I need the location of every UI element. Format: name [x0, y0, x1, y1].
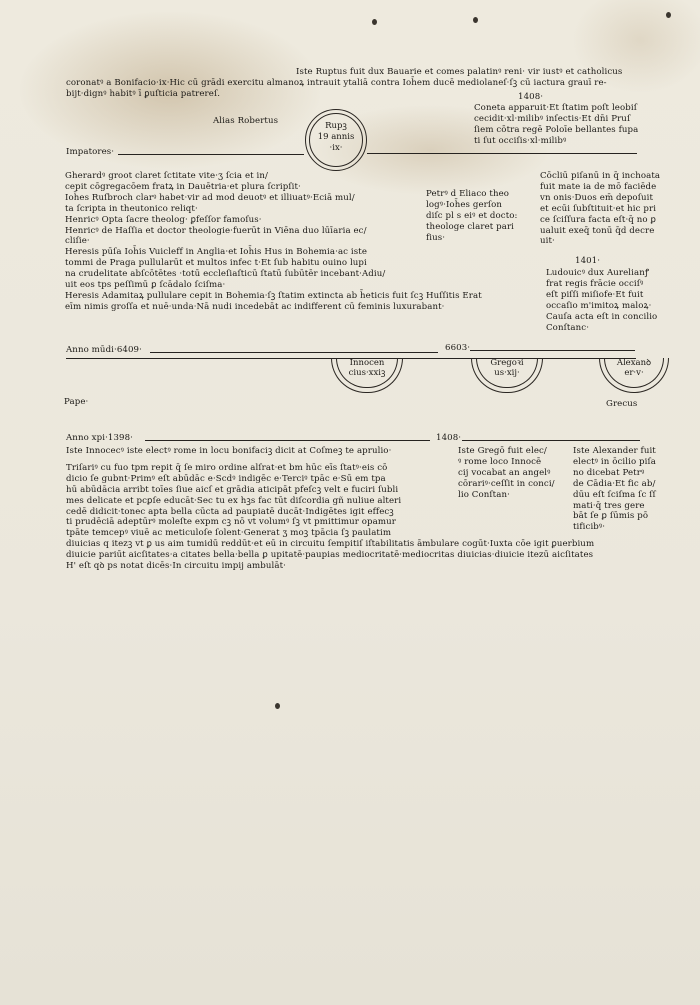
binding-hole: [275, 703, 280, 709]
timeline-rule-2: [145, 440, 430, 441]
alias-robertus: Alias Robertus: [213, 116, 279, 126]
ludovicus-text: Ludouicꝰ dux Aurelianꝭ frat regis frācie…: [546, 268, 658, 333]
anno-christi-label: Anno xpi·1398·: [66, 433, 134, 443]
emperor-line-left: [118, 154, 304, 155]
main-left-text: Gherardꝰ groot claret ſctitate vite·ʒ ſc…: [65, 171, 482, 312]
year-1408-label: 1408·: [518, 92, 544, 102]
emperor-line-right: [367, 153, 637, 154]
timeline-rule-1b: [470, 350, 635, 351]
cometa-text: Coneta apparuit·Et ſtatim poſt leobiſ ce…: [474, 103, 639, 146]
innocent-text: Iste Innocecꝰ iste electꝰ rome in locu b…: [66, 446, 595, 572]
anno-mundi-end: 6603·: [445, 343, 471, 353]
petrus-text: Petrꝰ d Eliaco theo logꝰ·Ioh̄es gerſon d…: [426, 189, 518, 243]
imperatores-label: Impatores·: [66, 147, 115, 157]
timeline-rule-2b: [462, 440, 640, 441]
ruprecht-medallion: Rupꝫ 19 annis ·ix·: [305, 109, 367, 171]
grecus-label: Grecus: [606, 399, 638, 409]
concilium-text: Cōcliū piſanū in q̄ inchoata fuit mate i…: [540, 171, 661, 247]
year-1401-label: 1401·: [575, 256, 601, 266]
binding-hole: [372, 19, 377, 25]
binding-hole: [666, 12, 671, 18]
alexander-text: Iste Alexander fuit electꝰ in ōcilio piſ…: [573, 446, 657, 533]
timeline-rule-1: [150, 352, 438, 353]
papae-label: Pape·: [64, 397, 89, 407]
anno-mundi-label: Anno mūdi·6409·: [66, 345, 142, 355]
anno-christi-end: 1408·: [436, 433, 462, 443]
ruprecht-text: Iste Ruptus fuit dux Bauarie et comes pa…: [66, 67, 623, 99]
binding-hole: [473, 17, 478, 23]
gregory-text: Iste Gregō fuit elec/ ꝰ rome loco Innocē…: [458, 446, 555, 500]
